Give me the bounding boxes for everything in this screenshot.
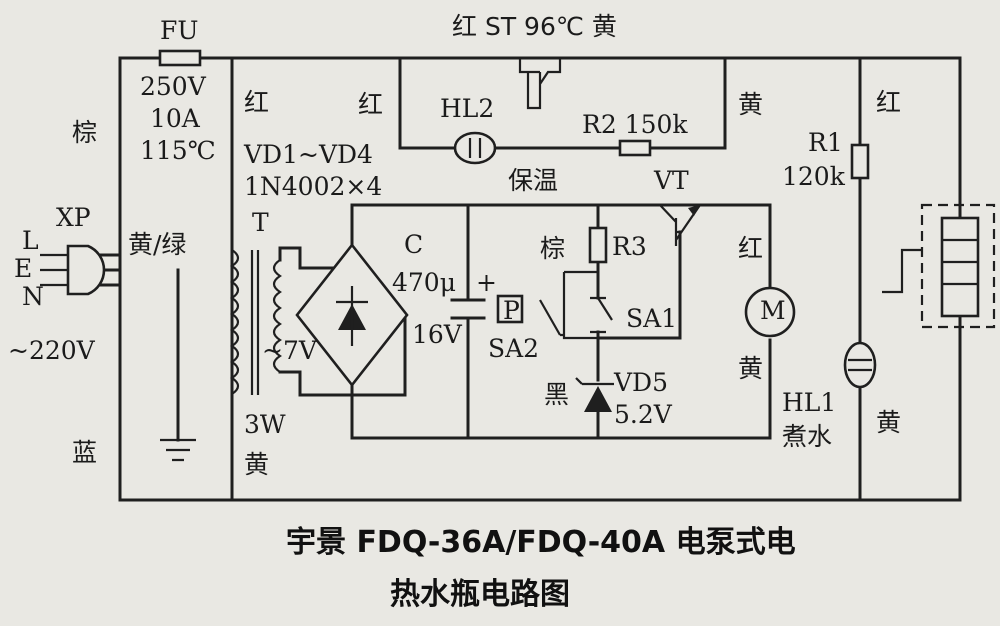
hl1-label: HL1 (782, 388, 837, 417)
heater-element (940, 216, 980, 318)
plug-l-label: L (22, 226, 39, 255)
hl2-red-label: 红 (358, 90, 384, 119)
motor-m (744, 286, 796, 338)
hl2-label: HL2 (440, 94, 495, 123)
zener-vd5 (584, 386, 612, 412)
vd-part-label: 1N4002×4 (244, 172, 383, 201)
trafo-t-label: T (252, 208, 269, 237)
cap-voltage-label: 16V (412, 320, 462, 349)
trafo-sec-label: ~7V (262, 336, 317, 365)
fuse-fu (158, 49, 202, 67)
vd5-label: VD5 (614, 368, 669, 397)
heater-red-label: 红 (876, 88, 902, 117)
sa2-label: SA2 (488, 334, 540, 363)
heater-housing (920, 203, 996, 329)
plug-e-label: E (14, 254, 33, 283)
resistor-r1 (850, 143, 870, 180)
control-branch (496, 203, 682, 440)
sa2-box-label: P (503, 296, 520, 325)
motor-label: M (760, 296, 786, 325)
plug-xp-label: XP (56, 203, 91, 232)
mains-label: ~220V (8, 336, 95, 365)
st-yellow-label: 黄 (738, 90, 764, 119)
cap-label: C (404, 230, 424, 259)
main-wires (96, 56, 962, 502)
fuse-temp: 115℃ (140, 136, 216, 165)
neon-hl1 (843, 341, 877, 389)
vt-label: VT (654, 166, 689, 195)
keep-warm-label: 保温 (508, 166, 559, 195)
switch-sa2-box (496, 294, 524, 324)
plug-blue-label: 蓝 (72, 438, 98, 467)
sa1-label: SA1 (626, 304, 678, 333)
motor-yellow-label: 黄 (738, 354, 764, 383)
r3-brown-label: 棕 (540, 234, 566, 263)
hl1-boil-label: 煮水 (782, 422, 833, 451)
resistor-r3 (588, 226, 608, 264)
fuse-voltage: 250V (140, 72, 206, 101)
neon-hl2 (453, 131, 497, 165)
thermostat-loop (398, 56, 727, 165)
fuse-current: 10A (150, 104, 200, 133)
fuse-label: FU (160, 16, 199, 45)
plug-xp (40, 244, 106, 296)
ground-symbol (160, 438, 196, 462)
transistor-vt (596, 203, 770, 246)
resistor-r2 (618, 139, 652, 157)
vd5-voltage-label: 5.2V (614, 400, 672, 429)
cap-plus-label: + (476, 268, 497, 297)
trafo-red-label: 红 (244, 88, 270, 117)
r2-label: R2 150k (582, 110, 688, 139)
vd5-black-label: 黑 (544, 380, 570, 409)
bridge-rectifier (295, 203, 772, 440)
plug-brown-label: 棕 (72, 118, 98, 147)
vd-range-label: VD1~VD4 (244, 140, 373, 169)
trafo-yellow-label: 黄 (244, 450, 270, 479)
r3-label: R3 (612, 232, 647, 261)
capacitor-c (450, 203, 486, 440)
r1-value-label: 120k (782, 162, 845, 191)
cap-value-label: 470μ (392, 268, 456, 297)
plug-n-label: N (22, 282, 44, 311)
diagram-title-line2: 热水瓶电路图 (390, 577, 570, 612)
heater-branch (843, 128, 996, 502)
heater-yellow-label: 黄 (876, 408, 902, 437)
thermostat-st-label: 红 ST 96℃ 黄 (452, 12, 617, 41)
motor-red-label: 红 (738, 234, 764, 263)
trafo-power-label: 3W (244, 410, 286, 439)
diagram-title-line1: 宇景 FDQ-36A/FDQ-40A 电泵式电 (286, 525, 796, 560)
r1-label: R1 (808, 128, 843, 157)
ground-wire-label: 黄/绿 (128, 230, 187, 259)
